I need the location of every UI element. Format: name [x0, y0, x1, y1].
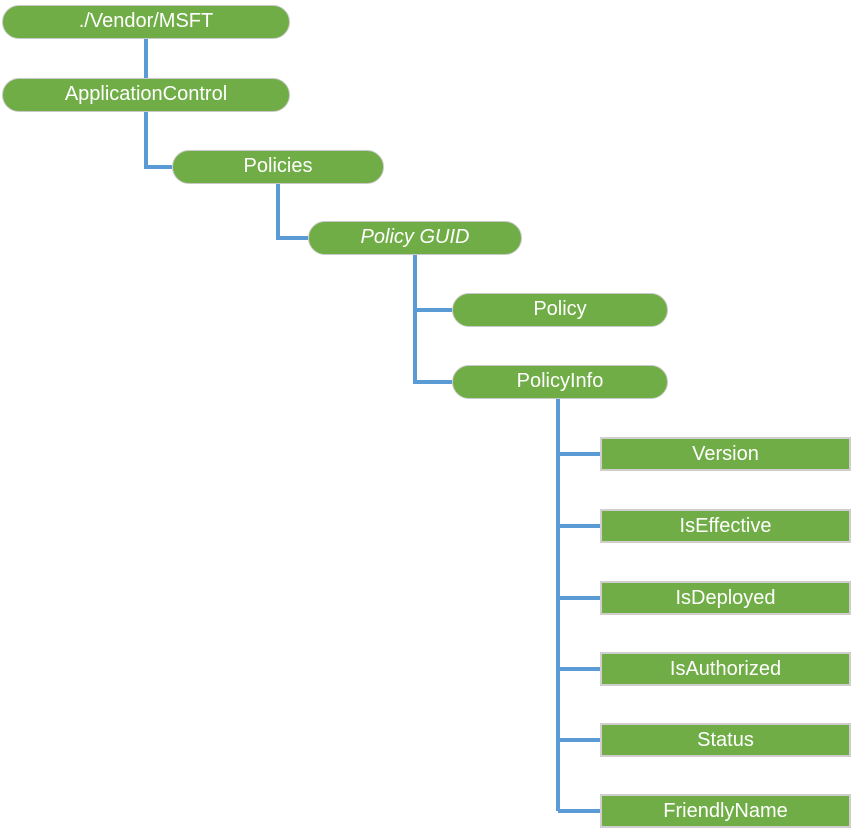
node-version: Version — [600, 437, 851, 471]
node-status: Status — [600, 723, 851, 757]
node-is-effective: IsEffective — [600, 509, 851, 543]
node-policy-info: PolicyInfo — [452, 365, 668, 399]
connector-policyguid-to-policy — [413, 255, 452, 312]
node-vendor-msft: ./Vendor/MSFT — [2, 5, 290, 39]
connector-applicationcontrol-to-policies — [144, 112, 172, 169]
node-friendly-name: FriendlyName — [600, 794, 851, 828]
connector-policies-to-policyguid — [276, 184, 308, 240]
node-application-control: ApplicationControl — [2, 78, 290, 112]
node-policies: Policies — [172, 150, 384, 184]
connector-policyguid-to-policyinfo — [413, 310, 452, 384]
node-policy: Policy — [452, 293, 668, 327]
node-policy-guid: Policy GUID — [308, 221, 522, 255]
node-is-authorized: IsAuthorized — [600, 652, 851, 686]
node-is-deployed: IsDeployed — [600, 581, 851, 615]
